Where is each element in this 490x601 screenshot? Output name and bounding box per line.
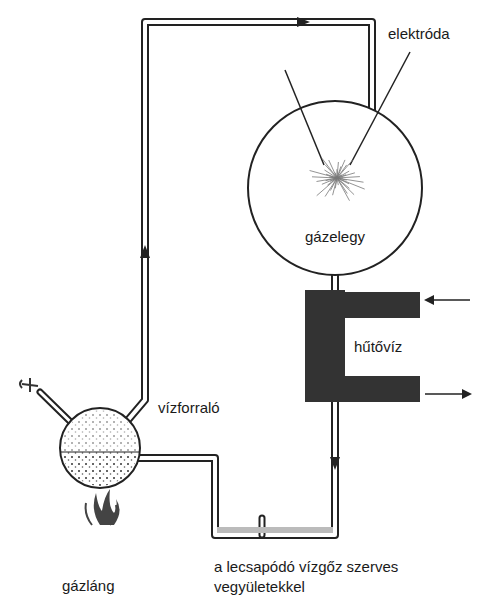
reaction-flask: gázelegy	[247, 100, 423, 276]
cooling-water-label: hűtővíz	[354, 337, 402, 357]
boiler-label: vízforraló	[158, 398, 220, 418]
flame-label: gázláng	[62, 576, 115, 596]
flask-label: gázelegy	[247, 228, 423, 245]
condensate-label: a lecsapódó vízgőz szerves vegyületekkel	[214, 557, 414, 597]
flask-outline	[247, 100, 423, 276]
electrode-label: elektróda	[388, 24, 450, 44]
